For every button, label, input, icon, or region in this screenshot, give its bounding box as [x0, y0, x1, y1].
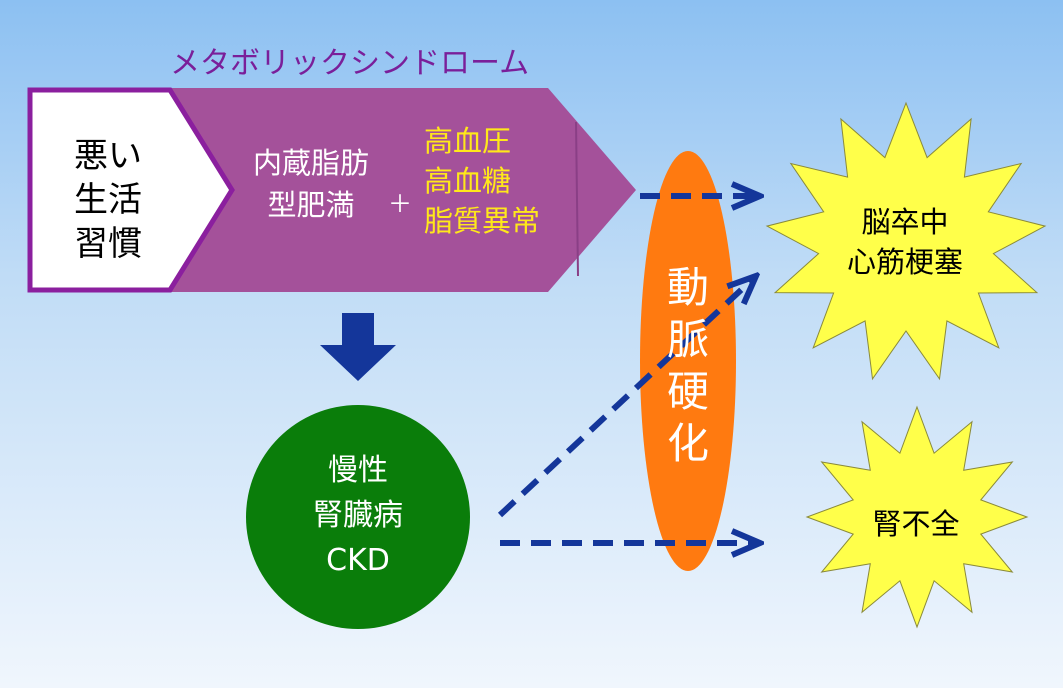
plus-sign: ＋ — [388, 190, 412, 218]
stroke-mi-line: 脳卒中 — [861, 205, 949, 239]
arteriosclerosis-char: 動 — [666, 263, 709, 312]
ckd-text: 慢性 腎臓病 CKD — [278, 448, 438, 583]
arteriosclerosis-char: 脈 — [666, 315, 709, 364]
bad-habits-line: 習慣 — [74, 224, 142, 264]
ckd-line: CKD — [326, 543, 390, 578]
dashed-arrow-icon — [497, 276, 756, 518]
ckd-line: 腎臓病 — [313, 498, 403, 533]
arteriosclerosis-char: 硬 — [666, 367, 709, 416]
risk-factor-item: 高血糖 — [424, 164, 512, 198]
renal-failure-text: 腎不全 — [872, 507, 960, 541]
arteriosclerosis-text: 動 脈 硬 化 — [664, 262, 712, 470]
arteriosclerosis-char: 化 — [666, 419, 709, 468]
diagram-title: メタボリックシンドローム — [170, 46, 530, 81]
bad-habits-line: 生活 — [74, 180, 142, 220]
metabolic-chevron-edge — [575, 121, 579, 277]
bad-habits-text: 悪い 生活 習慣 — [74, 134, 142, 266]
stroke-mi-starburst — [765, 101, 1047, 381]
renal-failure-starburst — [805, 405, 1029, 629]
risk-factors-text: 高血圧 高血糖 脂質異常 — [424, 121, 540, 241]
ckd-line: 慢性 — [328, 453, 388, 488]
down-arrow-icon — [320, 313, 396, 381]
ckd-circle — [246, 405, 470, 629]
risk-factor-item: 脂質異常 — [424, 204, 541, 238]
bad-habits-shape — [27, 87, 235, 293]
risk-factor-item: 高血圧 — [424, 124, 512, 158]
visceral-obesity-text: 内蔵脂肪 型肥満 — [236, 142, 386, 226]
stroke-mi-line: 心筋梗塞 — [846, 245, 963, 279]
arteriosclerosis-ellipse — [640, 151, 736, 571]
visceral-obesity-line: 内蔵脂肪 — [252, 146, 369, 180]
bad-habits-line: 悪い — [74, 136, 142, 176]
visceral-obesity-line: 型肥満 — [267, 188, 355, 222]
stroke-mi-text: 脳卒中 心筋梗塞 — [825, 202, 985, 282]
